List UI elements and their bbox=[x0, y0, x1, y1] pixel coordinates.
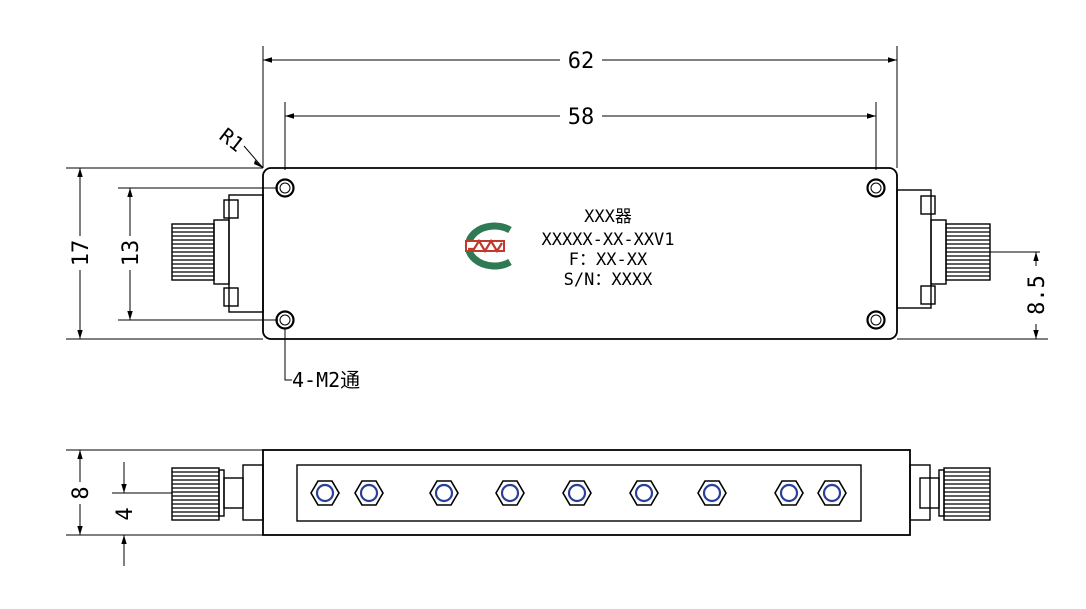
dim-4-label: 4 bbox=[113, 507, 138, 520]
tuning-screw bbox=[774, 480, 804, 506]
tuning-screw bbox=[562, 480, 592, 506]
dim-13-label: 13 bbox=[119, 240, 144, 267]
label-model: XXXXX-XX-XXV1 bbox=[541, 230, 674, 250]
product-label: XXX器 XXXXX-XX-XXV1 F：XX-XX S/N：XXXX bbox=[541, 207, 674, 290]
dim-58-label: 58 bbox=[568, 105, 595, 130]
tuning-screw bbox=[817, 480, 847, 506]
left-connector-top bbox=[171, 194, 264, 313]
label-product-type: XXX器 bbox=[584, 207, 632, 227]
dim-62-label: 62 bbox=[568, 49, 595, 74]
dim-17-label: 17 bbox=[69, 240, 94, 267]
tuning-screw bbox=[354, 480, 384, 506]
tuning-screws bbox=[310, 480, 847, 506]
mounting-hole-note: 4-M2通 bbox=[292, 368, 360, 392]
dim-8-5-label: 8.5 bbox=[1025, 275, 1050, 315]
mounting-hole bbox=[866, 178, 886, 198]
mounting-hole bbox=[275, 178, 295, 198]
tuning-screw bbox=[629, 480, 659, 506]
dim-8-label: 8 bbox=[69, 486, 94, 499]
radius-label: R1 bbox=[215, 123, 249, 157]
tuning-screw bbox=[429, 480, 459, 506]
mounting-hole bbox=[275, 310, 295, 330]
tuning-screw bbox=[697, 480, 727, 506]
side-view bbox=[66, 449, 991, 566]
top-view bbox=[66, 46, 1048, 381]
tuning-screw bbox=[495, 480, 525, 506]
label-frequency: F：XX-XX bbox=[569, 250, 648, 270]
mounting-hole bbox=[866, 310, 886, 330]
right-connector-top bbox=[896, 189, 1040, 309]
company-logo bbox=[464, 222, 512, 270]
label-serial: S/N：XXXX bbox=[564, 270, 653, 290]
tuning-screw bbox=[310, 480, 340, 506]
